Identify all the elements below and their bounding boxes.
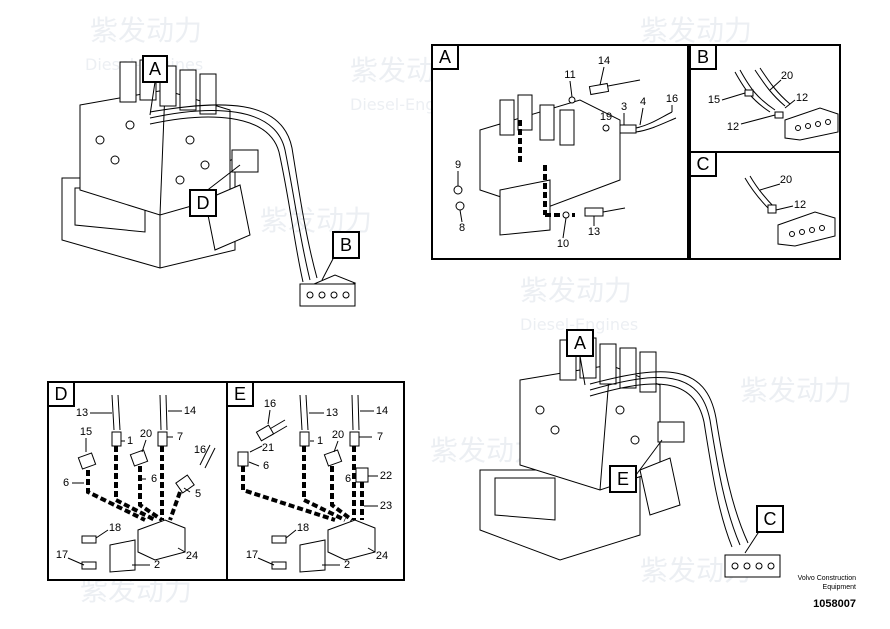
detail-d-title: D (55, 384, 68, 404)
main-assembly-top: A D B (61, 55, 360, 307)
part-number: 8 (459, 222, 465, 234)
part-number: 24 (186, 550, 198, 562)
detail-view-c: C 20 12 (689, 151, 841, 260)
detail-c-title: C (697, 154, 710, 174)
detail-b-title: B (697, 47, 709, 67)
part-number: 2 (344, 559, 350, 571)
callout-d-label: D (197, 193, 210, 213)
part-number: 7 (177, 431, 183, 443)
part-number: 13 (326, 407, 338, 419)
part-number: 9 (455, 159, 461, 171)
detail-b-tag (689, 44, 717, 70)
detail-view-b: B 20 15 12 12 (689, 44, 841, 153)
callout-e-label: E (617, 469, 629, 489)
part-number: 23 (380, 500, 392, 512)
mount-plate-e (299, 539, 326, 573)
callout-c-label: C (764, 509, 777, 529)
frame-opening-bottom (494, 477, 556, 521)
part-number: 15 (80, 426, 92, 438)
callout-e (609, 465, 637, 493)
part-number: 12 (727, 121, 739, 133)
part-number: 14 (598, 55, 610, 67)
connector-block-c (724, 554, 781, 578)
part-number: 22 (380, 470, 392, 482)
part-number: 16 (194, 444, 206, 456)
detail-view-d: D 13 14 15 1 20 7 16 6 6 (47, 381, 228, 581)
part-number: 20 (781, 70, 793, 82)
drawing-number: 1058007 (813, 598, 856, 610)
part-number: 20 (140, 428, 152, 440)
part-number: 14 (184, 405, 196, 417)
part-number: 20 (332, 429, 344, 441)
callout-b-label: B (340, 235, 352, 255)
footer-company-line2: Equipment (822, 584, 856, 591)
part-number: 15 (708, 94, 720, 106)
detail-d-tag (47, 381, 75, 407)
detail-a-tag (431, 44, 459, 70)
part-number: 10 (557, 238, 569, 250)
connector-block-b-detail (784, 107, 839, 141)
part-number: 24 (376, 550, 388, 562)
part-number: 13 (76, 407, 88, 419)
callout-c (756, 505, 784, 533)
part-number: 4 (640, 96, 646, 108)
part-number: 13 (588, 226, 600, 238)
part-number: 18 (109, 522, 121, 534)
callout-a (142, 55, 168, 83)
callout-d (189, 189, 217, 217)
adapter-block-bottom (657, 421, 685, 443)
detail-c-tag (689, 151, 717, 177)
part-number: 20 (780, 174, 792, 186)
detail-view-e: E 16 13 14 21 1 20 7 6 6 22 (226, 381, 405, 581)
part-number: 11 (564, 69, 575, 81)
watermark-cn: 紫发动力 (640, 14, 752, 47)
watermark-en: Diesel-Engines (520, 315, 638, 334)
part-number: 18 (297, 522, 309, 534)
part-number: 16 (264, 398, 276, 410)
detail-e-tag (226, 381, 254, 407)
part-number: 1 (317, 435, 323, 447)
part-number: 17 (56, 549, 68, 561)
part-number: 1 (127, 435, 133, 447)
watermark-cn: 紫发动力 (740, 374, 852, 407)
part-number: 5 (195, 488, 201, 500)
detail-a-title: A (439, 47, 451, 67)
part-number: 17 (246, 549, 258, 561)
callout-a-label: A (149, 59, 161, 79)
part-number: 2 (154, 559, 160, 571)
callout-a-bottom (566, 329, 594, 357)
part-number: 14 (376, 405, 388, 417)
watermark-cn: 紫发动力 (520, 274, 632, 307)
part-number: 19 (600, 111, 612, 123)
watermark-cn: 紫发动力 (90, 14, 202, 47)
footer-company-line1: Volvo Construction (797, 575, 856, 582)
part-number: 6 (345, 473, 351, 485)
mount-plate-d (109, 539, 136, 573)
valve-base-a (499, 179, 551, 236)
part-number: 6 (263, 460, 269, 472)
part-number: 6 (151, 473, 157, 485)
callout-a-bottom-label: A (574, 333, 586, 353)
part-number: 6 (63, 477, 69, 489)
part-number: 12 (796, 92, 808, 104)
connector-block-c-detail (777, 211, 836, 247)
callout-b (332, 231, 360, 259)
part-number: 16 (666, 93, 678, 105)
valve-block-a (479, 99, 621, 211)
part-number: 3 (621, 101, 627, 113)
support-bracket-bottom (639, 457, 681, 516)
detail-e-title: E (234, 384, 246, 404)
part-number: 21 (262, 442, 274, 454)
part-number: 12 (794, 199, 806, 211)
detail-view-a: A 14 11 19 3 4 16 9 8 10 (431, 44, 689, 260)
main-assembly-bottom: A E C (479, 329, 784, 578)
part-number: 7 (377, 431, 383, 443)
